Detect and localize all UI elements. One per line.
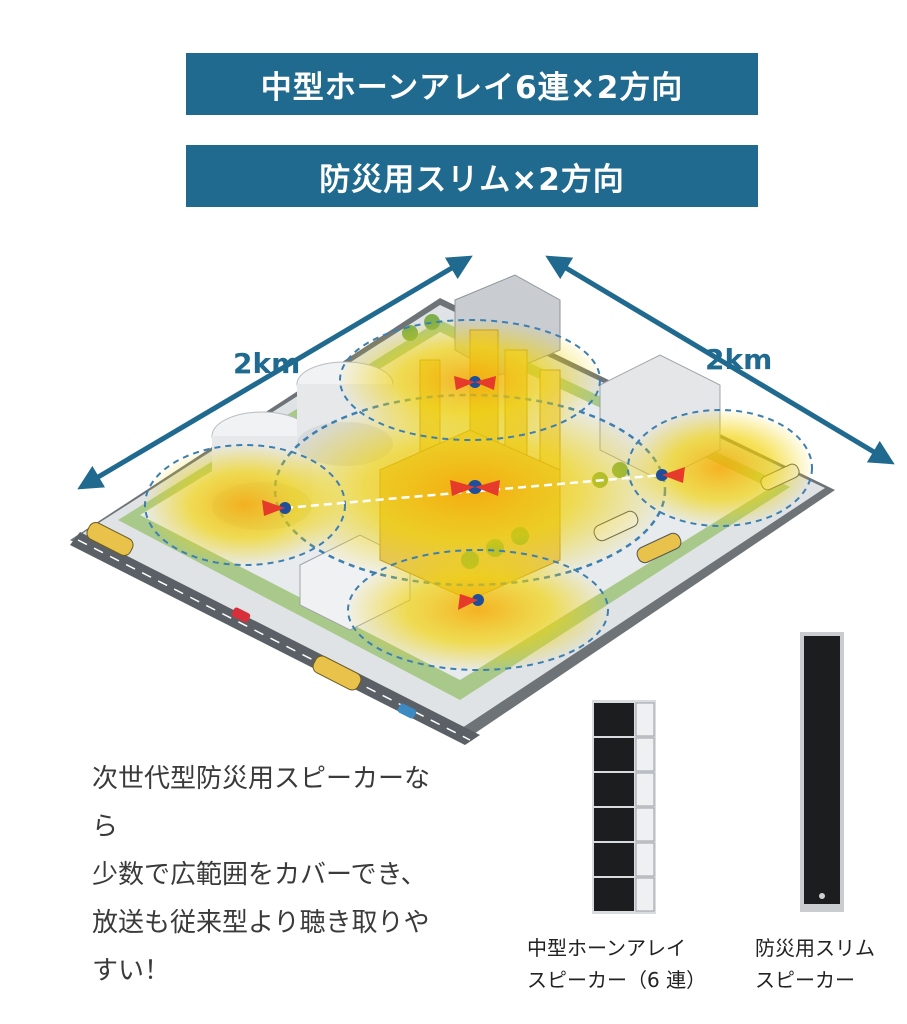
- caption-line: 中型ホーンアレイ: [527, 936, 686, 960]
- slim-speaker-icon: [800, 632, 844, 912]
- description-line: 少数で広範囲をカバーでき、: [92, 860, 427, 890]
- caption-slim-speaker: 防災用スリム スピーカー: [755, 932, 875, 996]
- distance-label-left: 2km: [233, 347, 301, 380]
- description-line: すい！: [92, 956, 171, 986]
- caption-horn-array: 中型ホーンアレイ スピーカー（6 連）: [527, 932, 706, 996]
- factory-coverage-illustration: [70, 255, 895, 745]
- horn-array-speaker-icon: [592, 700, 656, 914]
- caption-line: 防災用スリム: [755, 936, 875, 960]
- description-line: 放送も従来型より聴き取りや: [92, 908, 430, 938]
- description-line: 次世代型防災用スピーカーな: [92, 764, 431, 794]
- vehicles: [86, 463, 800, 719]
- banner-slim-speaker: 防災用スリム×2方向: [186, 145, 758, 207]
- distance-label-right: 2km: [705, 343, 773, 376]
- caption-line: スピーカー: [755, 968, 855, 992]
- description-line: ら: [92, 812, 119, 842]
- caption-line: スピーカー（6 連）: [527, 968, 707, 992]
- description-text: 次世代型防災用スピーカーな ら 少数で広範囲をカバーでき、 放送も従来型より聴き…: [92, 755, 512, 995]
- banner-horn-array: 中型ホーンアレイ6連×2方向: [186, 53, 758, 115]
- distance-arrows: [77, 255, 895, 490]
